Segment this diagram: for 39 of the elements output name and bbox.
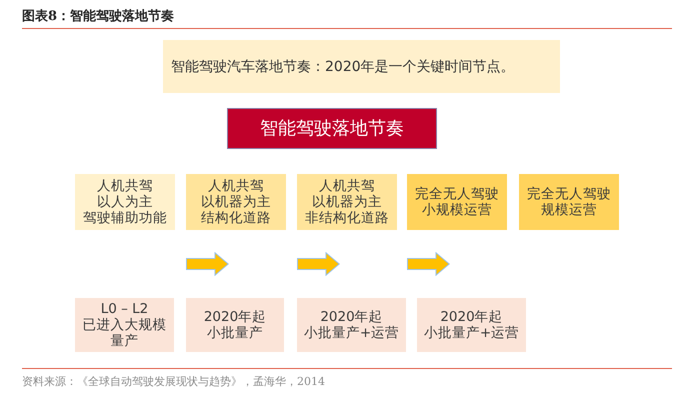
status-text: 小批量产	[207, 325, 263, 341]
block-arrow	[297, 252, 340, 276]
stage-text: 以机器为主	[312, 194, 382, 210]
stage-text: 以机器为主	[201, 194, 271, 210]
status-box	[417, 298, 526, 352]
status-text: 2020年起	[204, 309, 266, 325]
summary-text: 智能驾驶汽车落地节奏：2020年是一个关键时间节点。	[171, 58, 515, 74]
summary-box	[163, 40, 560, 93]
stage-text: 人机共驾	[208, 178, 264, 194]
figure-title: 图表8：智能驾驶落地节奏	[22, 9, 174, 25]
status-text: 小批量产+运营	[304, 325, 400, 341]
header-text: 智能驾驶落地节奏	[260, 118, 404, 140]
stage-text: 非结构化道路	[305, 210, 389, 226]
status-text: 小批量产+运营	[424, 325, 520, 341]
stage-text: 以人为主	[97, 194, 153, 210]
status-box	[297, 298, 406, 352]
stage-text: 小规模运营	[422, 202, 492, 218]
stage-box	[407, 174, 507, 230]
stage-box	[297, 174, 397, 230]
source-note: 资料来源：《全球自动驾驶发展现状与趋势》，孟海华，2014	[22, 375, 325, 389]
status-box	[186, 298, 284, 352]
stage-text: 人机共驾	[97, 178, 153, 194]
block-arrow	[186, 252, 229, 276]
stage-box	[186, 174, 286, 230]
stage-text: 人机共驾	[319, 178, 375, 194]
status-text: L0 – L2	[100, 301, 148, 317]
block-arrow	[407, 252, 450, 276]
stage-text: 驾驶辅助功能	[83, 210, 167, 226]
status-box	[75, 298, 174, 352]
status-text: 2020年起	[440, 309, 503, 325]
stage-text: 规模运营	[541, 202, 597, 218]
stage-box	[519, 174, 619, 230]
status-text: 已进入大规模量产	[82, 317, 168, 349]
stage-text: 完全无人驾驶	[415, 186, 499, 202]
status-text: 2020年起	[320, 309, 383, 325]
stage-text: 完全无人驾驶	[527, 186, 611, 202]
stage-box	[75, 174, 175, 230]
header-box	[227, 108, 437, 149]
stage-text: 结构化道路	[201, 210, 271, 226]
